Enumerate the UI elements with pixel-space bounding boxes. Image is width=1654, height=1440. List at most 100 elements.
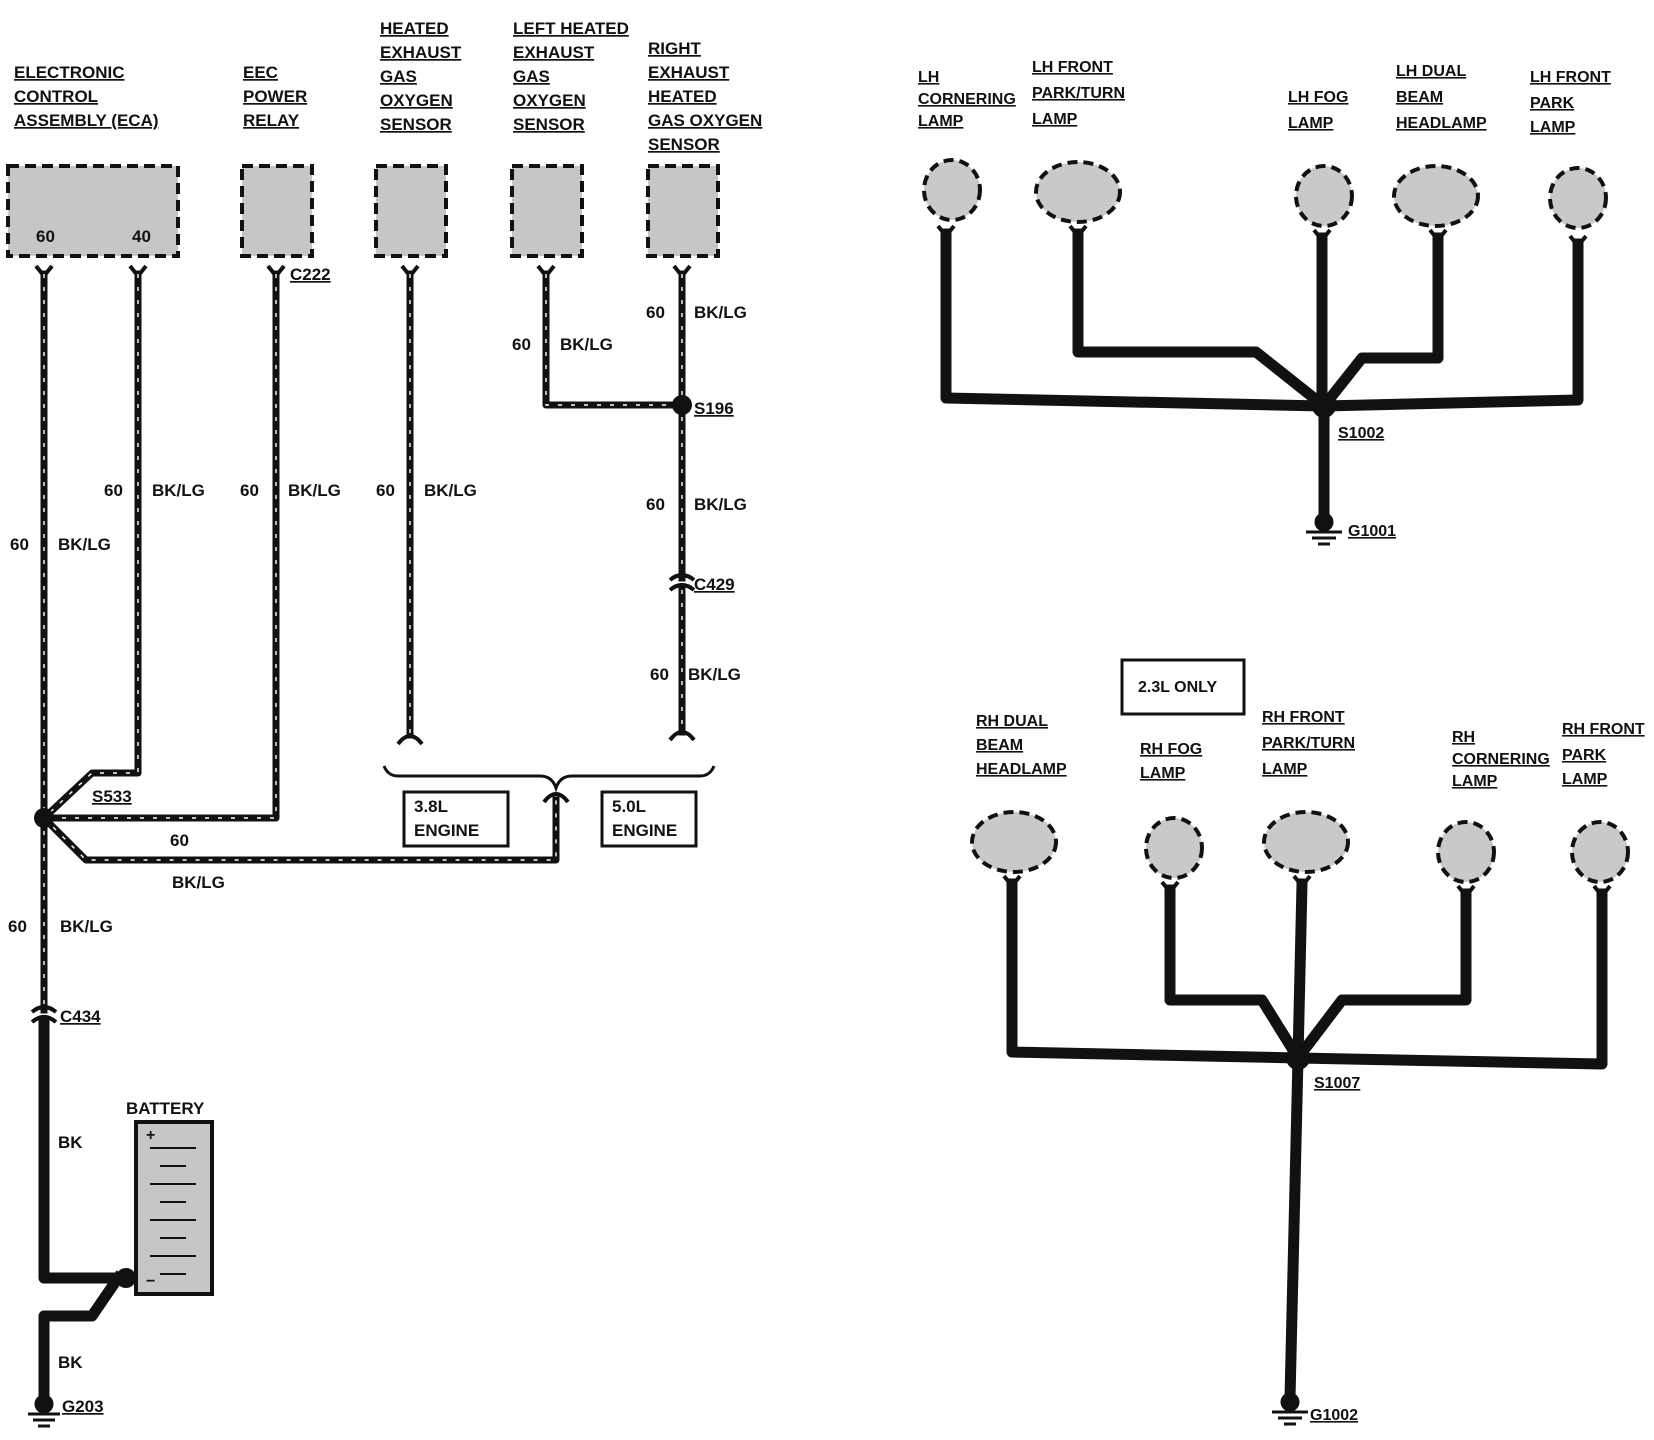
svg-text:GAS: GAS [513, 67, 550, 86]
svg-text:BK: BK [58, 1133, 83, 1152]
svg-text:ENGINE: ENGINE [612, 821, 677, 840]
lh-cornering-lamp-label: LH CORNERING LAMP [918, 69, 1016, 130]
svg-text:BK/LG: BK/LG [694, 495, 747, 514]
engine-5-0l-label: 5.0L [612, 797, 646, 816]
eec-power-relay-label: EEC POWER RELAY [243, 63, 307, 130]
svg-text:BK/LG: BK/LG [58, 535, 111, 554]
svg-text:BEAM: BEAM [1396, 89, 1443, 106]
svg-text:60: 60 [646, 303, 665, 322]
svg-text:60: 60 [170, 831, 189, 850]
svg-text:LAMP: LAMP [1288, 115, 1334, 132]
lh-dual-beam-headlamp-label: LH DUAL BEAM HEADLAMP [1396, 63, 1487, 132]
ground-g1001-icon [1306, 512, 1342, 546]
splice-s1002-label: S1002 [1338, 425, 1384, 442]
svg-text:RELAY: RELAY [243, 111, 300, 130]
lh-dual-beam-headlamp [1392, 164, 1480, 228]
svg-text:60: 60 [104, 481, 123, 500]
svg-text:CORNERING: CORNERING [918, 91, 1016, 108]
battery-plates [150, 1147, 196, 1275]
lh-front-park-turn-lamp [1034, 160, 1122, 224]
svg-text:LH FOG: LH FOG [1288, 89, 1348, 106]
battery-positive: + [146, 1127, 155, 1144]
svg-text:ASSEMBLY (ECA): ASSEMBLY (ECA) [14, 111, 159, 130]
svg-text:ENGINE: ENGINE [414, 821, 479, 840]
svg-text:EEC: EEC [243, 63, 278, 82]
connector-c434 [30, 1005, 58, 1024]
svg-text:BK/LG: BK/LG [152, 481, 205, 500]
lh-front-park-lamp-label: LH FRONT PARK LAMP [1530, 69, 1611, 136]
svg-text:60: 60 [10, 535, 29, 554]
svg-text:RH FOG: RH FOG [1140, 741, 1202, 758]
svg-text:HEATED: HEATED [648, 87, 717, 106]
ground-g203-label: G203 [62, 1397, 104, 1416]
rh-dual-beam-headlamp [970, 810, 1058, 874]
svg-text:EXHAUST: EXHAUST [648, 63, 730, 82]
svg-text:HEATED: HEATED [380, 19, 449, 38]
svg-text:LH FRONT: LH FRONT [1530, 69, 1611, 86]
svg-text:LH FRONT: LH FRONT [1032, 59, 1113, 76]
svg-text:60: 60 [240, 481, 259, 500]
svg-text:BK/LG: BK/LG [694, 303, 747, 322]
svg-text:BK/LG: BK/LG [560, 335, 613, 354]
svg-text:60: 60 [512, 335, 531, 354]
ground-g1001-label: G1001 [1348, 523, 1396, 540]
svg-text:RH DUAL: RH DUAL [976, 713, 1048, 730]
svg-text:CONTROL: CONTROL [14, 87, 98, 106]
2-3l-only-label: 2.3L ONLY [1138, 679, 1217, 696]
connector-c429 [668, 573, 696, 592]
eca-pin-40: 40 [132, 227, 151, 246]
rh-front-park-lamp-label: RH FRONT PARK LAMP [1562, 721, 1645, 788]
svg-text:BK/LG: BK/LG [424, 481, 477, 500]
battery-label: BATTERY [126, 1099, 205, 1118]
svg-text:PARK/TURN: PARK/TURN [1262, 735, 1355, 752]
engine-wire-ends [396, 730, 696, 804]
svg-text:60: 60 [8, 917, 27, 936]
eec-wire-labels: 60 BK/LG 60 BK/LG 60 BK/LG 60 BK/LG 60 B… [8, 303, 747, 1372]
svg-text:GAS OXYGEN: GAS OXYGEN [648, 111, 762, 130]
engine-5-0l-box [600, 790, 698, 848]
splice-s1002 [1312, 394, 1336, 418]
svg-text:RH FRONT: RH FRONT [1262, 709, 1345, 726]
svg-text:RH: RH [1452, 729, 1475, 746]
svg-text:PARK/TURN: PARK/TURN [1032, 85, 1125, 102]
lh-lamp-ground-wires [940, 228, 1584, 526]
lh-fog-lamp [1294, 164, 1354, 228]
eca-module [6, 164, 180, 258]
2-3l-only-box [1120, 658, 1246, 716]
svg-text:60: 60 [376, 481, 395, 500]
engine-3-8l-label: 3.8L [414, 797, 448, 816]
svg-text:GAS: GAS [380, 67, 417, 86]
svg-text:60: 60 [646, 495, 665, 514]
battery-terminal [116, 1268, 136, 1288]
svg-text:LH: LH [918, 69, 939, 86]
connector-c434-label: C434 [60, 1007, 101, 1026]
terminals [34, 264, 692, 280]
lh-front-park-lamp [1548, 166, 1608, 230]
svg-text:LEFT HEATED: LEFT HEATED [513, 19, 629, 38]
splice-s196 [672, 395, 692, 415]
svg-text:BK/LG: BK/LG [172, 873, 225, 892]
left-heated-oxygen-sensor [510, 164, 584, 258]
splice-s533 [34, 808, 54, 828]
heated-oxygen-sensor-label: HEATED EXHAUST GAS OXYGEN SENSOR [380, 19, 462, 134]
svg-text:SENSOR: SENSOR [648, 135, 720, 154]
svg-text:LH DUAL: LH DUAL [1396, 63, 1466, 80]
eec-reference-labels: C222 S533 S196 C429 C434 G203 [60, 265, 735, 1416]
engine-3-8l-box [402, 790, 510, 848]
connector-c429-label: C429 [694, 575, 735, 594]
svg-text:BK/LG: BK/LG [688, 665, 741, 684]
splice-s196-label: S196 [694, 399, 734, 418]
lh-front-park-turn-lamp-label: LH FRONT PARK/TURN LAMP [1032, 59, 1125, 128]
svg-text:LAMP: LAMP [1562, 771, 1608, 788]
svg-text:BK/LG: BK/LG [288, 481, 341, 500]
svg-text:OXYGEN: OXYGEN [380, 91, 453, 110]
svg-text:BEAM: BEAM [976, 737, 1023, 754]
rh-dual-beam-headlamp-label: RH DUAL BEAM HEADLAMP [976, 713, 1067, 778]
battery-negative: − [146, 1273, 155, 1290]
svg-text:LAMP: LAMP [1032, 111, 1078, 128]
eec-ground-wires [38, 270, 686, 1408]
svg-text:HEADLAMP: HEADLAMP [976, 761, 1067, 778]
svg-text:LAMP: LAMP [1140, 765, 1186, 782]
svg-text:60: 60 [650, 665, 669, 684]
rh-cornering-lamp-label: RH CORNERING LAMP [1452, 729, 1550, 790]
